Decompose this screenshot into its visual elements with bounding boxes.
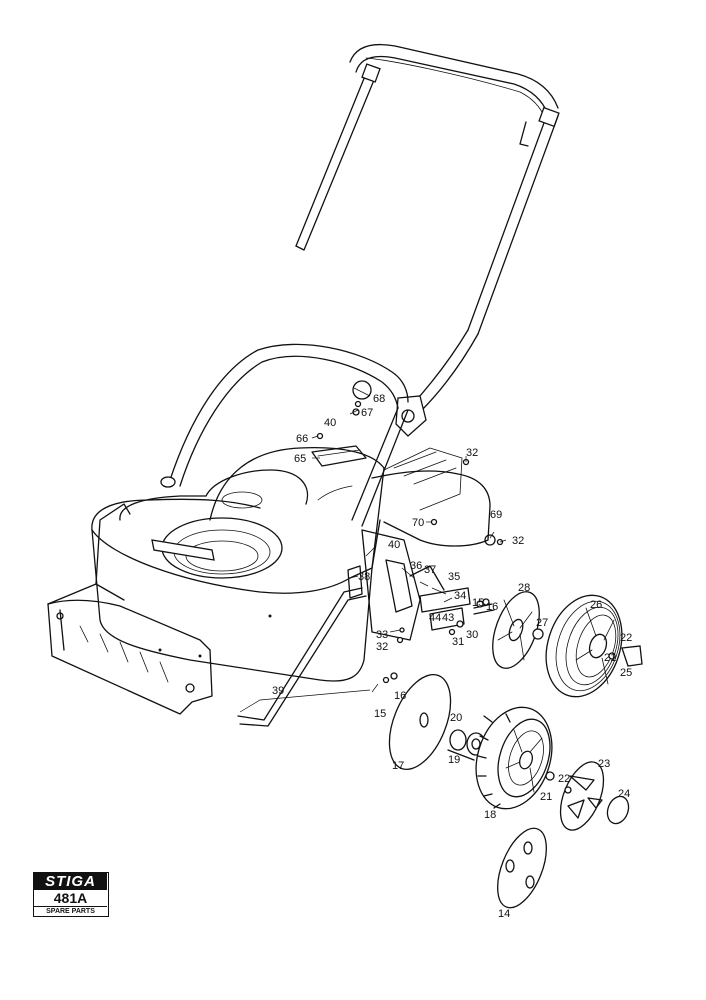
callout-66: 66: [296, 433, 308, 445]
callout-30: 30: [466, 629, 478, 641]
callout-36: 36: [410, 560, 422, 572]
callout-70: 70: [412, 517, 424, 529]
logo-brand: STIGA: [34, 873, 107, 890]
callout-67: 67: [361, 407, 373, 419]
callout-26: 26: [590, 599, 602, 611]
rear-wheel-26: [545, 594, 643, 698]
leader-lines: [239, 387, 507, 713]
callout-32: 32: [466, 447, 478, 459]
callout-18: 18: [484, 809, 496, 821]
callout-27: 27: [536, 617, 548, 629]
callout-21: 21: [540, 791, 552, 803]
callout-40: 40: [388, 539, 400, 551]
grass-collector-box: [91, 446, 385, 682]
callout-35: 35: [448, 571, 460, 583]
stiga-logo: STIGA 481A SPARE PARTS: [33, 872, 109, 917]
callout-40: 40: [324, 417, 336, 429]
callout-68: 68: [373, 393, 385, 405]
callout-15: 15: [472, 597, 484, 609]
callout-25: 25: [620, 667, 632, 679]
callout-43: 43: [442, 612, 454, 624]
wheel-cover-23: [559, 761, 605, 831]
wheel-hub-28: [492, 591, 544, 669]
callout-24: 24: [618, 788, 630, 800]
callout-14: 14: [498, 908, 510, 920]
callout-34: 34: [454, 590, 466, 602]
callout-23: 23: [598, 758, 610, 770]
callout-38: 38: [358, 571, 370, 583]
front-bumper: [47, 503, 213, 715]
front-wheel-18: [475, 706, 555, 810]
callout-28: 28: [518, 582, 530, 594]
hub-cap-24: [606, 795, 630, 825]
callout-16: 16: [486, 601, 498, 613]
chassis-frame: [237, 447, 496, 727]
logo-subtitle: SPARE PARTS: [46, 908, 95, 915]
callout-31: 31: [452, 636, 464, 648]
callout-32: 32: [512, 535, 524, 547]
callout-37: 37: [424, 564, 436, 576]
callout-16: 16: [394, 690, 406, 702]
callout-20: 20: [450, 712, 462, 724]
callout-69: 69: [490, 509, 502, 521]
callout-15: 15: [374, 708, 386, 720]
callout-33: 33: [376, 629, 388, 641]
part-callouts: 68 67 40 66 65 32 69 70 32 40 36 37 35 3…: [272, 393, 632, 920]
callout-32: 32: [376, 641, 388, 653]
callout-21: 21: [604, 652, 616, 664]
callout-19: 19: [448, 754, 460, 766]
handle-assembly: [160, 43, 560, 527]
hub-disc-17: [371, 672, 452, 771]
callout-44: 44: [429, 612, 441, 624]
callout-65: 65: [294, 453, 306, 465]
callout-17: 17: [392, 760, 404, 772]
callout-22: 22: [558, 773, 570, 785]
wheel-cover-14: [497, 827, 547, 909]
logo-model-number: 481A: [34, 890, 107, 907]
callout-39: 39: [272, 685, 284, 697]
callout-22: 22: [620, 632, 632, 644]
